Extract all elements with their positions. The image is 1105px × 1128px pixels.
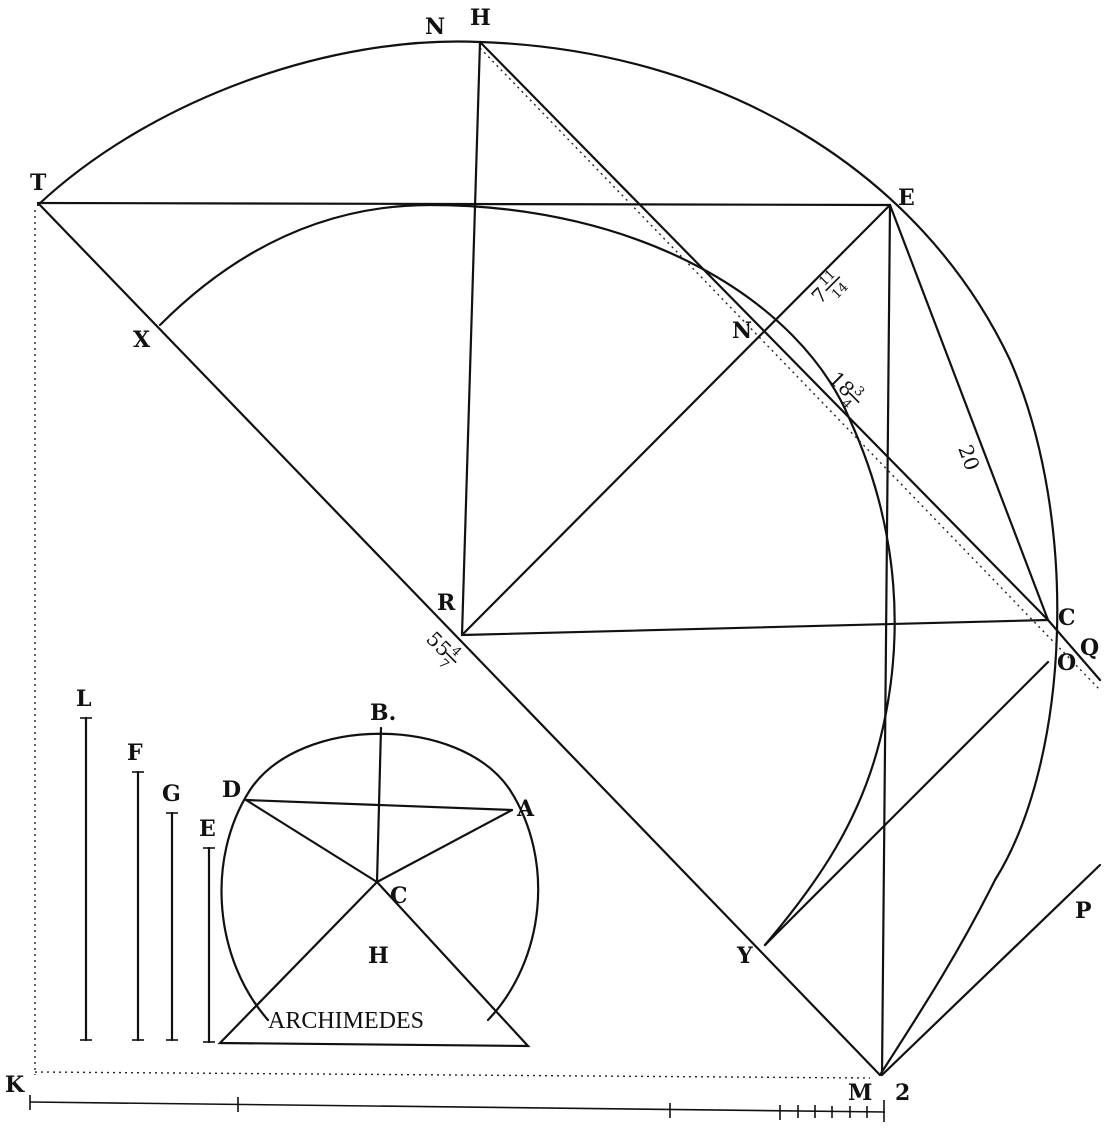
label-C: C: [1058, 605, 1076, 631]
caption-archimedes: ARCHIMEDES: [268, 1008, 424, 1034]
label-small-A: A: [516, 796, 535, 822]
label-Q: Q: [1080, 635, 1099, 661]
label-Z: 2: [895, 1080, 910, 1106]
label-K: K: [5, 1072, 25, 1098]
line-T-E: [36, 201, 892, 207]
label-N-top: N: [425, 14, 445, 40]
svg-text:20: 20: [953, 442, 984, 474]
label-bar-L: L: [76, 686, 91, 712]
label-R: R: [437, 590, 456, 616]
line-E-M: [880, 203, 892, 1077]
small-line-D-C: [244, 798, 379, 884]
label-E: E: [898, 185, 915, 211]
small-figure: B. D A C H ARCHIMEDES: [217, 700, 540, 1048]
line-Z-P: [880, 863, 1102, 1077]
label-bar-E: E: [199, 816, 216, 842]
line-E-C: [888, 203, 1050, 622]
scale-bar: [29, 1101, 886, 1113]
small-line-D-A: [244, 798, 514, 812]
label-T: T: [30, 170, 47, 196]
line-H-R: [460, 40, 482, 637]
label-bar-F: F: [127, 740, 143, 766]
scale-ticks: [29, 1095, 885, 1122]
line-O-Y: [763, 660, 1050, 947]
dotted-H-Q: [479, 47, 1101, 691]
label-bar-G: G: [162, 781, 181, 807]
inner-arc: [158, 203, 896, 947]
outer-arc: [36, 40, 1059, 1077]
label-small-B: B.: [370, 700, 396, 726]
small-line-A-C: [375, 808, 514, 884]
label-P: P: [1075, 898, 1092, 924]
label-small-C: C: [390, 883, 408, 909]
label-X: X: [133, 327, 151, 353]
label-small-D: D: [222, 777, 241, 803]
dotted-K-M: [34, 1071, 871, 1079]
measure-55-4-7: 55 4 7: [421, 627, 464, 673]
measure-20: 20: [953, 442, 984, 474]
label-H-top: H: [470, 5, 491, 31]
line-R-E: [460, 203, 892, 637]
line-R-C: [460, 618, 1050, 637]
length-bars: L F G E: [76, 686, 216, 1044]
measure-7-11-14: 7 11 14: [807, 267, 852, 308]
small-triangle: [217, 880, 531, 1048]
label-Y: Y: [736, 943, 753, 969]
label-O: O: [1057, 650, 1076, 676]
label-small-H: H: [368, 943, 389, 969]
line-T-M: [36, 201, 882, 1077]
line-C-Q: [1046, 618, 1102, 682]
label-N-mid: N: [732, 318, 752, 344]
label-M: M: [848, 1080, 872, 1106]
